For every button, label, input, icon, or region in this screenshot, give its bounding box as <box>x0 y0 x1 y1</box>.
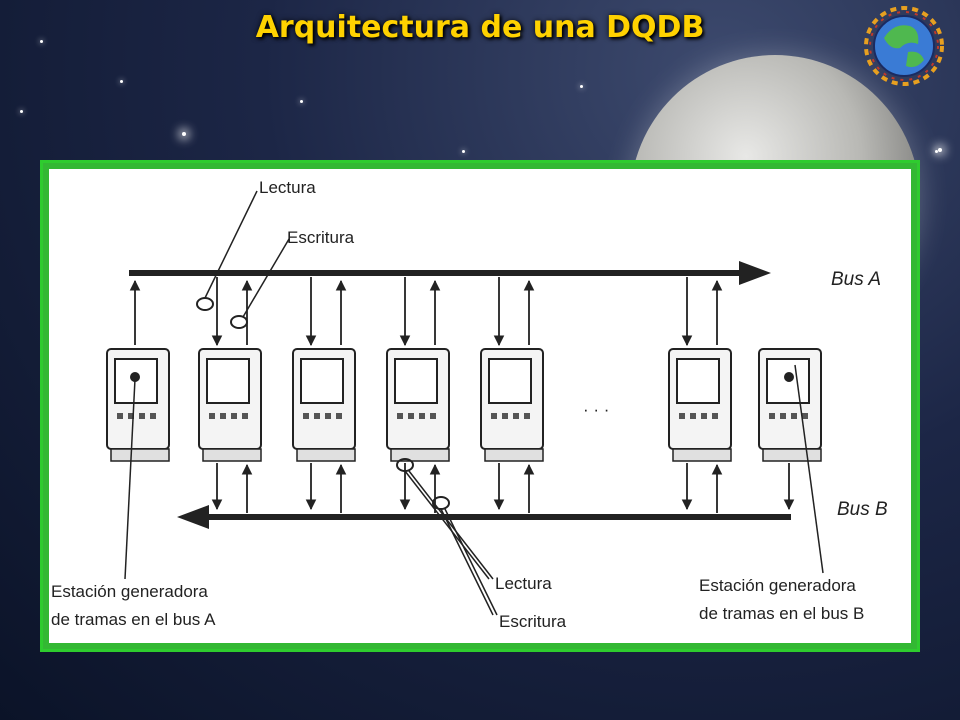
dqdb-diagram: Bus A Bus B · · · Lectura Escritura Lect… <box>51 178 888 631</box>
station-button <box>701 413 707 419</box>
station-screen <box>114 358 158 404</box>
globe-logo-icon <box>864 6 944 86</box>
station-a-caption-line2: de tramas en el bus A <box>51 610 216 629</box>
station-screen <box>488 358 532 404</box>
station-base <box>484 448 544 462</box>
station-button <box>502 413 508 419</box>
station-a-caption-line1: Estación generadora <box>51 582 208 601</box>
station-base <box>762 448 822 462</box>
bottom-read-label: Lectura <box>495 574 552 593</box>
station-button <box>220 413 226 419</box>
top-read-label: Lectura <box>259 178 316 197</box>
station-button <box>802 413 808 419</box>
top-write-label: Escritura <box>287 228 355 247</box>
generator-dot-icon <box>784 372 794 382</box>
station-base <box>390 448 450 462</box>
station-button <box>336 413 342 419</box>
bus-a-label: Bus A <box>831 269 881 290</box>
top-read-tap-icon <box>196 297 214 311</box>
station-button <box>209 413 215 419</box>
bottom-write-pointer-2 <box>444 508 498 616</box>
top-write-pointer <box>242 238 290 318</box>
ellipsis-label: · · · <box>583 400 609 419</box>
diagram-frame: Bus A Bus B · · · Lectura Escritura Lect… <box>40 160 920 652</box>
bottom-write-label: Escritura <box>499 612 567 631</box>
station-button <box>408 413 414 419</box>
bus-a-arrowhead <box>739 261 771 285</box>
station-button <box>128 413 134 419</box>
generator-dot-icon <box>130 372 140 382</box>
station-button <box>150 413 156 419</box>
station-button <box>242 413 248 419</box>
station-button <box>491 413 497 419</box>
station-button <box>690 413 696 419</box>
station-button <box>712 413 718 419</box>
station-button <box>430 413 436 419</box>
station-button <box>679 413 685 419</box>
station-button <box>231 413 237 419</box>
station-button <box>325 413 331 419</box>
station-button <box>513 413 519 419</box>
station-button <box>791 413 797 419</box>
station-button <box>419 413 425 419</box>
station-b-caption-line1: Estación generadora <box>699 576 856 595</box>
station-screen <box>676 358 720 404</box>
station-base <box>110 448 170 462</box>
station-button <box>769 413 775 419</box>
station-b-caption-line2: de tramas en el bus B <box>699 604 864 623</box>
diagram-panel: Bus A Bus B · · · Lectura Escritura Lect… <box>49 169 911 643</box>
station-button <box>780 413 786 419</box>
bus-b-label: Bus B <box>837 499 888 520</box>
top-write-tap-icon <box>230 315 248 329</box>
station-button <box>117 413 123 419</box>
station-button <box>139 413 145 419</box>
bottom-read-pointer-2 <box>408 470 494 580</box>
station-screen <box>206 358 250 404</box>
station-base <box>296 448 356 462</box>
bottom-read-pointer <box>404 470 490 580</box>
top-read-pointer <box>204 190 258 299</box>
station-a-pointer <box>124 378 136 580</box>
station-button <box>524 413 530 419</box>
station-base <box>672 448 732 462</box>
slide-title: Arquitectura de una DQDB <box>255 10 705 45</box>
bus-b-arrowhead <box>177 505 209 529</box>
station-button <box>303 413 309 419</box>
station-base <box>202 448 262 462</box>
stations-group <box>106 277 822 513</box>
station-button <box>397 413 403 419</box>
station-b-pointer <box>794 364 824 574</box>
bottom-write-pointer <box>440 508 494 616</box>
station-screen <box>300 358 344 404</box>
station-button <box>314 413 320 419</box>
station-screen <box>394 358 438 404</box>
